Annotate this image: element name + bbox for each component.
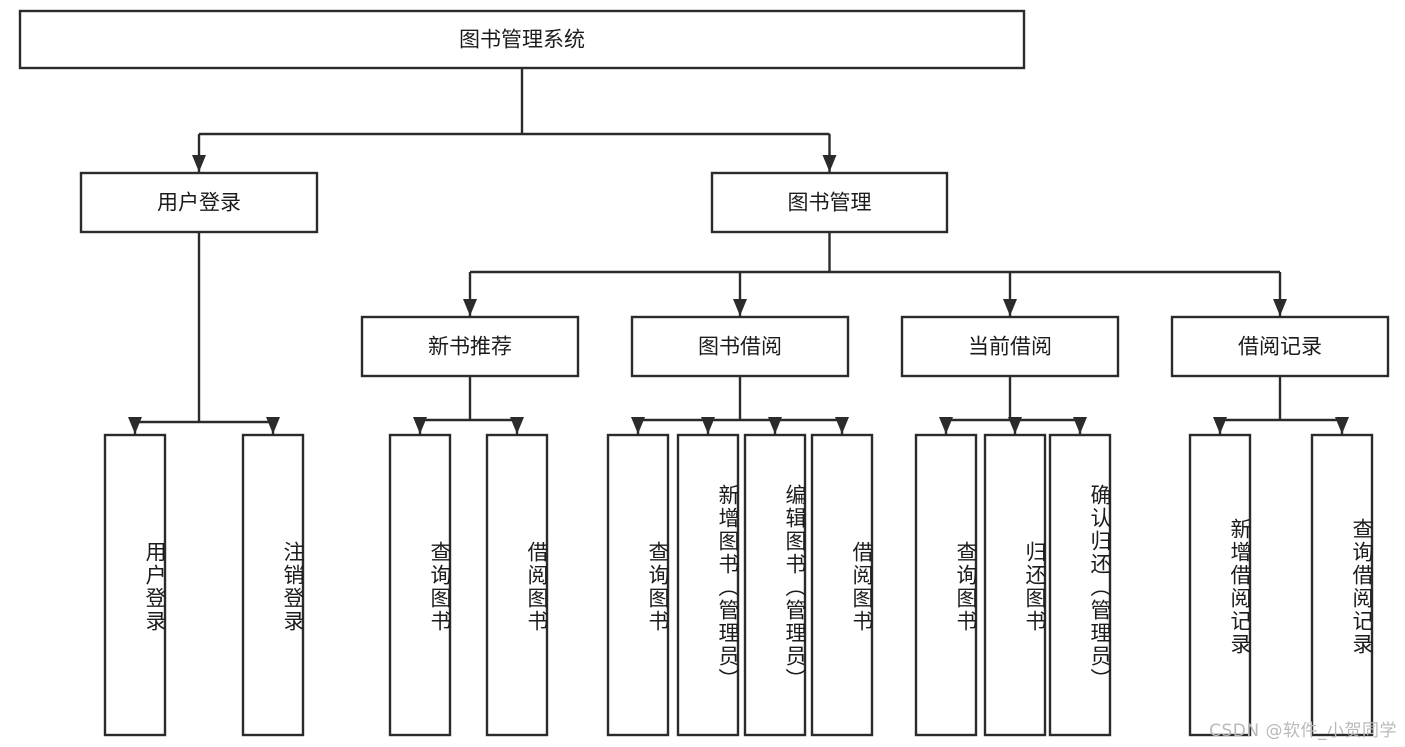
arrow-head-icon [835,417,849,434]
node-leaf-logout-login-box[interactable] [241,433,305,737]
node-root-label: 图书管理系统 [459,28,585,52]
arrow-head-icon [1073,417,1087,434]
arrow-head-icon [1213,417,1227,434]
node-user-login-box[interactable] [79,171,319,234]
node-leaf-borrow-book-1-box[interactable] [485,433,549,737]
node-leaf-add-record-box[interactable] [1188,433,1252,737]
node-leaf-return-book-box[interactable] [983,433,1047,737]
node-leaf-query-record-box[interactable] [1310,433,1374,737]
node-book-borrow-label: 图书借阅 [698,335,782,359]
node-leaf-query-book-1-box[interactable] [388,433,452,737]
arrow-head-icon [192,155,206,172]
connectors-layer [128,68,1349,434]
arrow-head-icon [1273,299,1287,316]
node-current-borrow-label: 当前借阅 [968,335,1052,359]
node-root-box[interactable] [18,9,1026,70]
arrow-head-icon [463,299,477,316]
arrow-head-icon [128,417,142,434]
node-leaf-query-book-2-box[interactable] [606,433,670,737]
node-leaf-query-book-3-box[interactable] [914,433,978,737]
arrow-head-icon [266,417,280,434]
node-leaf-user-login-box[interactable] [103,433,167,737]
node-new-book-recommend-label: 新书推荐 [428,335,512,359]
node-leaf-add-book-box[interactable] [676,433,740,737]
arrow-head-icon [733,299,747,316]
node-book-manage-box[interactable] [710,171,949,234]
node-borrow-record-box[interactable] [1170,315,1390,378]
node-current-borrow-box[interactable] [900,315,1120,378]
node-book-borrow-box[interactable] [630,315,850,378]
node-leaf-edit-book-box[interactable] [743,433,807,737]
arrow-head-icon [413,417,427,434]
watermark-text: CSDN @软件_小贺同学 [1209,721,1397,741]
arrow-head-icon [768,417,782,434]
arrow-head-icon [939,417,953,434]
node-leaf-confirm-return-box[interactable] [1048,433,1112,737]
node-book-manage-label: 图书管理 [788,191,872,215]
boxes-layer [18,9,1390,737]
arrow-head-icon [822,155,837,172]
node-leaf-borrow-book-2-box[interactable] [810,433,874,737]
arrow-head-icon [1335,417,1349,434]
arrow-head-icon [701,417,715,434]
node-new-book-recommend-box[interactable] [360,315,580,378]
node-borrow-record-label: 借阅记录 [1238,335,1322,359]
arrow-head-icon [510,417,524,434]
arrow-head-icon [631,417,645,434]
arrow-head-icon [1003,299,1017,316]
node-user-login-label: 用户登录 [157,191,241,215]
arrow-head-icon [1008,417,1022,434]
